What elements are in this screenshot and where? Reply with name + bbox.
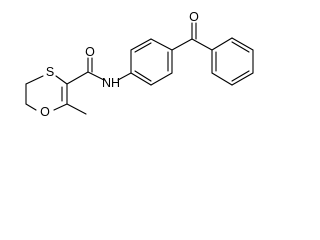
ring2-bond-5 xyxy=(211,72,233,86)
ring2-bond-2 xyxy=(231,37,254,51)
bond-n-aryl xyxy=(117,72,132,81)
bond-methyl xyxy=(66,103,87,115)
oxathiine-ring xyxy=(25,75,68,111)
bond-ch2-o xyxy=(25,103,37,111)
bond-carbonyl-n xyxy=(87,71,105,81)
bond-c5-s xyxy=(55,75,68,85)
ring2-inner-1 xyxy=(231,41,250,53)
ketone-group xyxy=(171,22,213,51)
ring1-bond-3 xyxy=(150,38,173,51)
bond-c5-carbonyl xyxy=(66,71,89,85)
bond-aryl-ketone xyxy=(171,38,193,51)
amide-nitrogen-label: NH xyxy=(102,76,120,90)
bond-ketone-phenyl xyxy=(191,38,213,51)
ring1-inner-3 xyxy=(134,70,152,82)
ring-oxygen-label: O xyxy=(40,105,50,119)
chemical-structure: S O NH O O xyxy=(25,10,254,119)
ring1-inner-1 xyxy=(134,42,152,53)
ketone-oxygen-label: O xyxy=(189,10,199,24)
ring2-bond-4 xyxy=(231,72,254,86)
bond-o-c6 xyxy=(53,103,68,111)
ring2-inner-2 xyxy=(231,70,250,82)
ring1-bond-5 xyxy=(150,72,173,86)
amide-group xyxy=(66,57,132,85)
carbonyl-oxygen-label: O xyxy=(85,45,95,59)
phenyl-ring-2 xyxy=(211,37,254,86)
ring2-bond-1 xyxy=(211,37,233,51)
phenyl-ring-1 xyxy=(130,38,173,86)
ring1-bond-6 xyxy=(130,72,152,86)
bond-s-ch2 xyxy=(25,75,44,85)
sulfur-label: S xyxy=(46,65,54,79)
ring1-bond-2 xyxy=(130,38,152,51)
